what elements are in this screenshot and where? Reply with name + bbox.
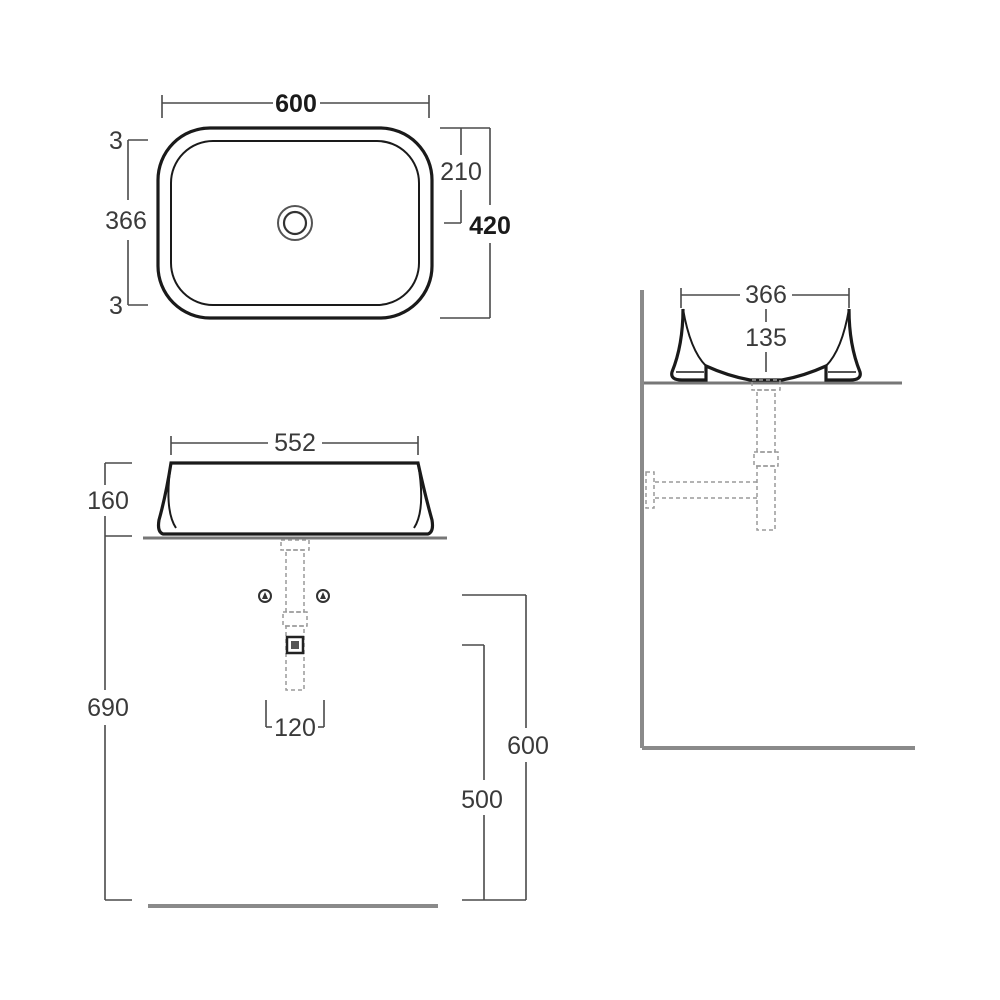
front-width-dimension: 552: [170, 429, 419, 457]
side-drain-trap: [645, 379, 781, 531]
right-valve-icon: [316, 589, 330, 603]
bowl-depth-label: 135: [745, 324, 787, 352]
trap-spacing-label: 120: [274, 714, 316, 742]
drain-icon: [277, 205, 313, 241]
side-width-dimension: 366: [680, 281, 850, 309]
basin-inner-rim: [170, 140, 420, 306]
counter-height-dimension: 690: [87, 535, 132, 901]
outlet-height-label: 500: [461, 786, 503, 814]
front-view: 552 160 690: [87, 429, 549, 908]
left-valve-icon: [258, 589, 272, 603]
left-depth-dimension: 3 366 3: [105, 127, 148, 320]
outlet-height-dimension: 500: [461, 644, 503, 900]
basin-height-dimension: 160: [87, 462, 132, 536]
side-width-label: 366: [745, 281, 787, 309]
supply-height-label: 600: [507, 732, 549, 760]
top-width-dimension: 600: [161, 90, 430, 118]
front-basin-left-curve: [167, 462, 177, 529]
right-depth-dimension: 210 420: [440, 127, 511, 319]
supply-height-dimension: 600: [462, 594, 549, 901]
front-width-label: 552: [274, 429, 316, 457]
top-view: 600 3 366 3 210: [105, 90, 511, 320]
basin-height-label: 160: [87, 487, 129, 515]
rim-top-label: 3: [109, 127, 123, 155]
rim-bottom-label: 3: [109, 292, 123, 320]
front-basin-right-curve: [413, 462, 423, 529]
total-depth-label: 420: [469, 212, 511, 240]
front-basin-profile: [156, 461, 435, 536]
outlet-icon: [285, 635, 305, 655]
top-width-label: 600: [275, 90, 317, 118]
inner-depth-label: 366: [105, 207, 147, 235]
bowl-depth-dimension: 135: [745, 309, 787, 372]
side-view: 366 135: [640, 281, 915, 750]
front-drain-pipe: [280, 539, 310, 691]
half-depth-label: 210: [440, 158, 482, 186]
trap-spacing-dimension: 120: [265, 700, 325, 742]
counter-height-label: 690: [87, 694, 129, 722]
